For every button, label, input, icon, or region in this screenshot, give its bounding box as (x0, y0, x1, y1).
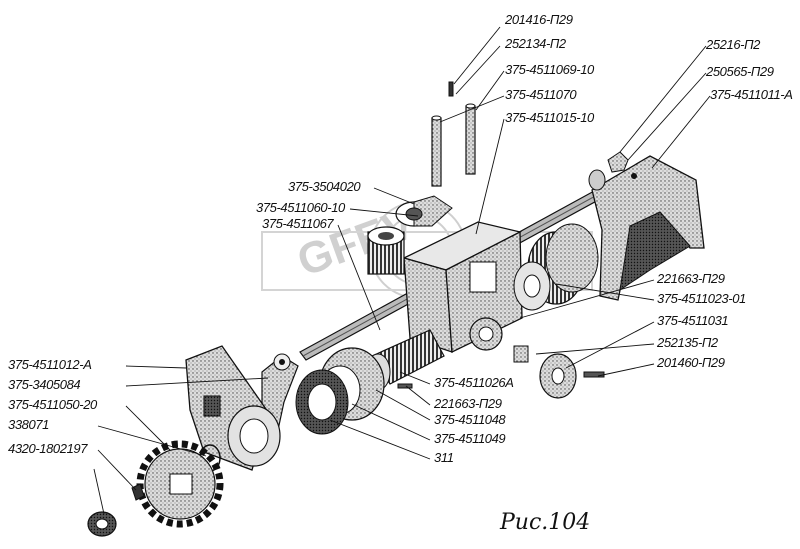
label-252134: 252134-П2 (505, 36, 566, 51)
label-201460: 201460-П29 (657, 355, 725, 370)
bolt-bottom (397, 383, 413, 389)
label-375-4511060: 375-4511060-10 (256, 200, 345, 215)
leader-lines (93, 26, 711, 515)
label-375-4511015: 375-4511015-10 (505, 110, 594, 125)
label-201416: 201416-П29 (505, 12, 573, 27)
label-25216: 25216-П2 (706, 37, 760, 52)
label-375-3504020: 375-3504020 (288, 179, 361, 194)
label-338071: 338071 (8, 417, 49, 432)
label-375-4511049: 375-4511049 (434, 431, 506, 446)
label-4320-1802197: 4320-1802197 (8, 441, 88, 456)
label-375-4511048: 375-4511048 (434, 412, 506, 427)
label-252135: 252135-П2 (657, 335, 718, 350)
small-flange (539, 353, 577, 399)
label-375-4511050: 375-4511050-20 (8, 397, 97, 412)
right-bracket (588, 155, 705, 301)
label-375-4511070: 375-4511070 (505, 87, 577, 102)
label-221663-top: 221663-П29 (657, 271, 725, 286)
bolt-right (583, 371, 605, 378)
label-250565: 250565-П29 (706, 64, 774, 79)
nut-washer (607, 151, 629, 173)
roller-lower (367, 226, 405, 275)
label-375-3405084: 375-3405084 (8, 377, 81, 392)
small-bearing (87, 511, 117, 537)
label-375-4511012: 375-4511012-А (8, 357, 92, 372)
figure-caption: Рис.104 (500, 510, 591, 535)
label-375-4511031: 375-4511031 (657, 313, 729, 328)
left-housing (185, 345, 281, 471)
sprocket (136, 440, 224, 528)
clamp-part (513, 345, 529, 363)
label-375-4511023: 375-4511023-01 (657, 291, 746, 306)
flange-bearing (295, 347, 385, 435)
label-221663-bottom: 221663-П29 (434, 396, 502, 411)
label-375-4511069: 375-4511069-10 (505, 62, 594, 77)
pins (431, 103, 476, 187)
label-311: 311 (434, 450, 454, 465)
small-bolt-top (448, 81, 454, 97)
roller-upper (395, 195, 453, 227)
center-housing (402, 221, 523, 354)
label-375-4511067: 375-4511067 (262, 216, 334, 231)
label-375-4511011: 375-4511011-А (710, 87, 793, 102)
label-375-4511026A: 375-4511026А (434, 375, 514, 390)
key (131, 483, 145, 501)
